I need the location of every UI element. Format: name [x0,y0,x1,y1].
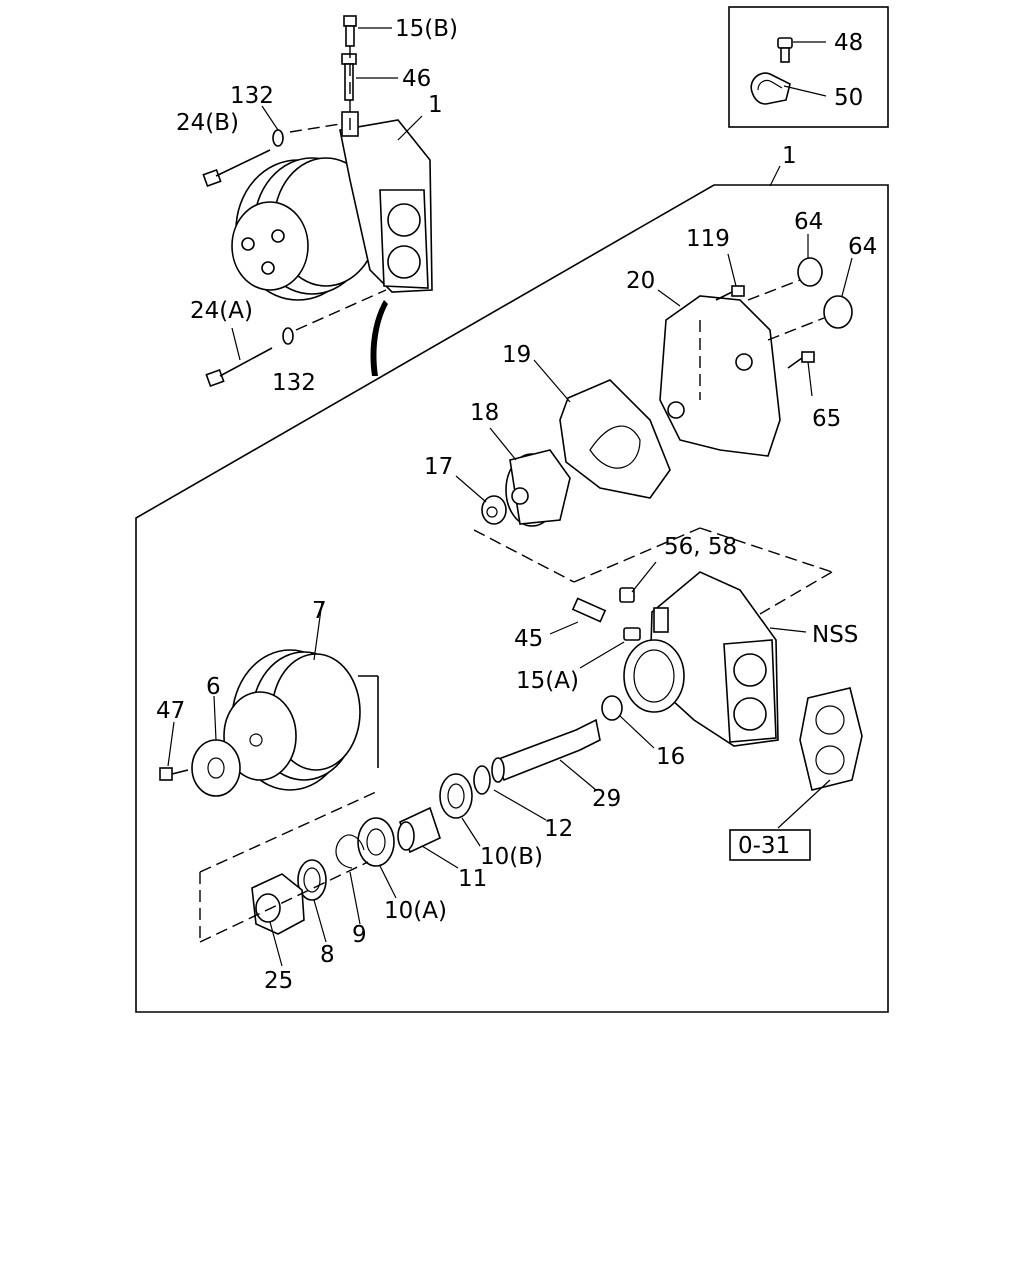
o-ring-64-b-icon [823,295,853,329]
callout-56-58: 56, 58 [664,534,737,560]
callout-18: 18 [470,400,499,426]
callout-50: 50 [834,85,863,111]
impeller-18-icon [505,449,571,527]
callout-48: 48 [834,30,863,56]
washer-12-icon [473,765,491,795]
callout-1-top: 1 [428,92,443,118]
callout-10a: 10(A) [384,898,447,924]
callout-11: 11 [458,866,487,892]
callout-64-a: 64 [794,209,823,235]
clip-50-icon [750,72,791,105]
seal-8-icon [297,859,327,901]
callout-20: 20 [626,268,655,294]
callout-45: 45 [514,626,543,652]
callout-29: 29 [592,786,621,812]
snap-ring-9-icon [335,834,365,869]
pump-body-nss-icon [623,571,779,747]
bolt-65-icon [787,351,815,369]
callout-64-b: 64 [848,234,877,260]
shaft-29-icon [491,718,601,783]
reference-box[interactable]: 0-31 [729,829,811,861]
cover-plate-20-icon [659,295,781,457]
assembly-boundary [135,165,889,1013]
gasket-19-icon [559,379,671,499]
hub-25-icon [251,873,305,935]
bolt-24a-icon [205,347,273,388]
callout-labels: 15(B) 46 132 24(B) 1 24(A) 132 48 50 1 1… [156,16,877,994]
callout-65: 65 [812,406,841,432]
washer-132-bottom-icon [282,327,294,345]
callout-9: 9 [352,922,367,948]
plug-56-58-icon [619,587,635,603]
callout-46: 46 [402,66,431,92]
seal-16-icon [601,695,623,721]
plate-6-icon [191,739,241,797]
callout-47: 47 [156,698,185,724]
bolt-47-icon [159,767,189,781]
spacer-11-icon [397,806,441,854]
callout-nss: NSS [812,622,858,648]
leader-lines [167,27,853,967]
bolt-15b-icon [343,15,357,47]
callout-24b: 24(B) [176,110,239,136]
stud-45-icon [571,597,607,623]
fitting-15a-icon [623,627,641,641]
callout-15b: 15(B) [395,16,458,42]
callout-6: 6 [206,674,221,700]
callout-19: 19 [502,342,531,368]
inset-box [728,6,889,128]
bearing-10a-icon [357,817,395,867]
callout-1-group: 1 [782,143,797,169]
bearing-10b-icon [439,773,473,819]
bolt-24b-icon [202,149,271,188]
bolt-119-icon [715,285,745,301]
callout-132-bottom: 132 [272,370,316,396]
callout-17: 17 [424,454,453,480]
callout-8: 8 [320,942,335,968]
callout-10b: 10(B) [480,844,543,870]
callout-16: 16 [656,744,685,770]
bolt-48-icon [777,37,793,63]
pulley-7-icon [223,649,361,791]
gasket-0-31-icon [799,687,863,791]
callout-12: 12 [544,816,573,842]
reference-label: 0-31 [738,833,790,859]
stud-46-icon [341,53,357,101]
callout-15a: 15(A) [516,668,579,694]
callout-25: 25 [264,968,293,994]
assembled-pump-top [231,111,433,301]
direction-arrow [370,300,388,376]
callout-132-top: 132 [230,83,274,109]
washer-132-top-icon [272,129,284,147]
o-ring-64-a-icon [797,257,823,287]
seal-17-icon [481,495,507,525]
callout-24a: 24(A) [190,298,253,324]
callout-7: 7 [312,598,327,624]
callout-119: 119 [686,226,730,252]
